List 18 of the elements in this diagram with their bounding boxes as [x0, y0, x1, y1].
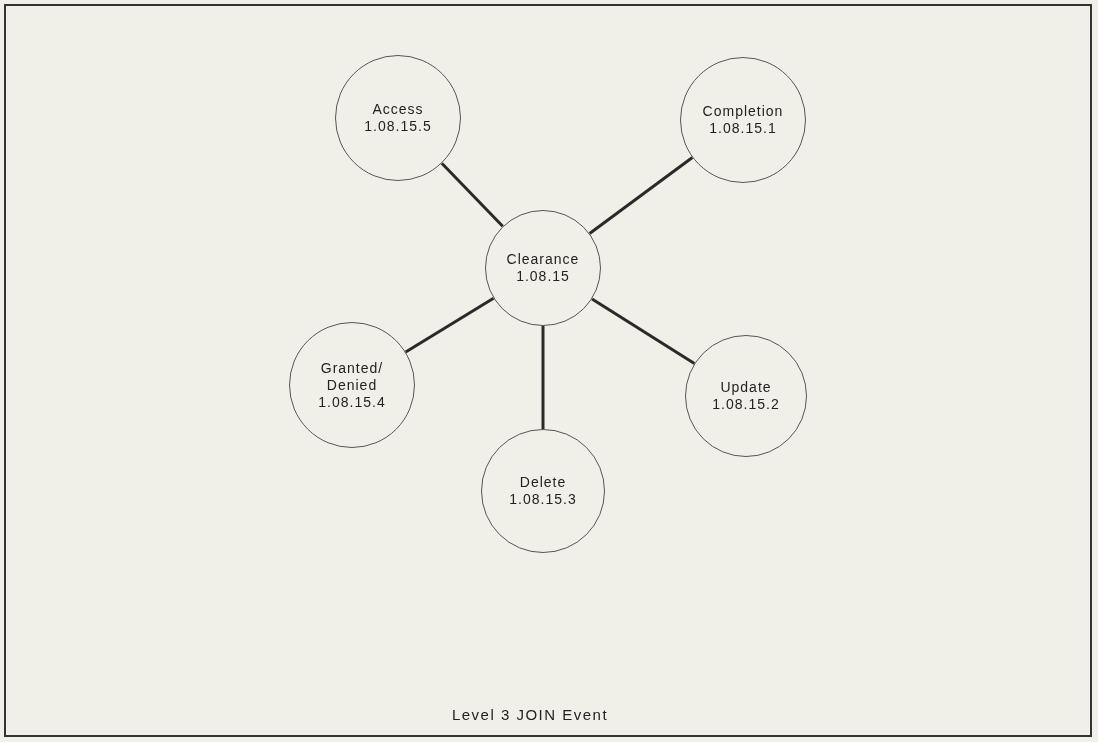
node-number: 1.08.15.3 — [509, 491, 577, 508]
caption: Level 3 JOIN Event — [450, 706, 610, 723]
node-number: 1.08.15.1 — [709, 120, 777, 137]
node-title: Clearance — [506, 251, 580, 268]
connector-line — [541, 326, 545, 429]
connector-line — [588, 156, 694, 235]
node-number: 1.08.15.5 — [364, 118, 432, 135]
node-title: Delete — [519, 474, 567, 491]
node-title: Update — [720, 379, 772, 396]
node-title: Access — [372, 101, 424, 118]
connector-line — [404, 297, 495, 354]
node-number: 1.08.15.2 — [712, 396, 780, 413]
node-number: 1.08.15.4 — [318, 393, 386, 411]
node-title: Granted/ Denied — [319, 359, 385, 394]
node-number: 1.08.15 — [516, 268, 570, 285]
connector-line — [440, 162, 504, 228]
node-title: Completion — [702, 103, 784, 120]
connector-line — [591, 297, 696, 365]
